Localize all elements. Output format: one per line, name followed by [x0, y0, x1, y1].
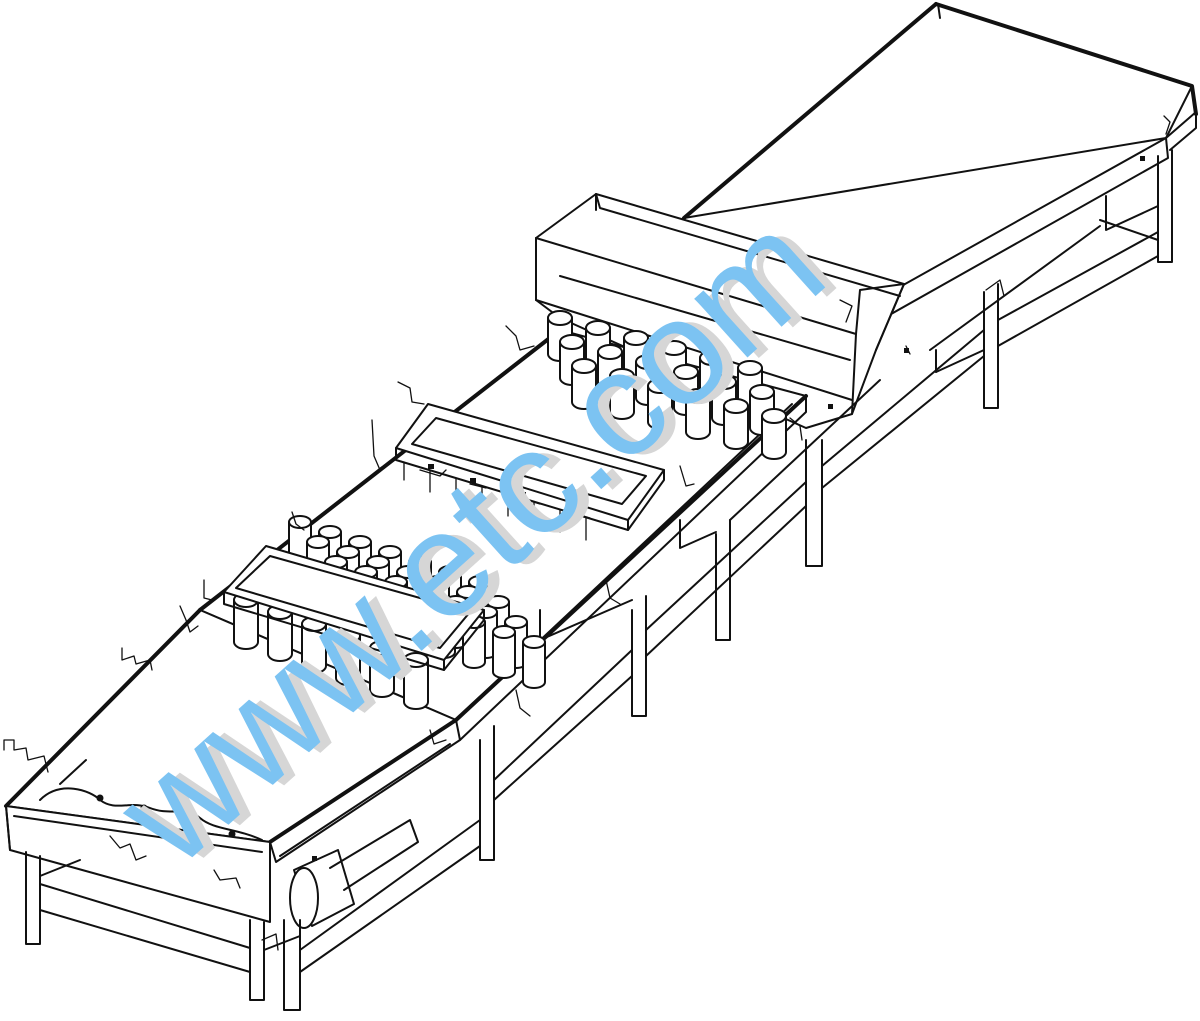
can-group-upper — [547, 310, 787, 460]
can-top — [737, 360, 763, 376]
can — [761, 415, 787, 460]
can-top — [408, 555, 432, 569]
can-top — [685, 388, 711, 404]
pusher-frame-upper — [395, 403, 665, 541]
can-top — [318, 525, 342, 539]
can-top — [396, 565, 420, 579]
can — [462, 621, 486, 669]
watermark: www.etc.com www.etc.com — [84, 180, 865, 897]
can — [647, 385, 673, 430]
can — [522, 641, 546, 689]
drive-motor — [289, 819, 419, 929]
can — [335, 635, 361, 686]
can-top — [336, 545, 360, 559]
can-top — [547, 310, 573, 326]
can-top — [761, 408, 787, 424]
can — [403, 659, 429, 710]
can-top — [456, 585, 480, 599]
can — [571, 365, 597, 410]
can-top — [661, 340, 687, 356]
can-top — [571, 358, 597, 374]
can-top — [749, 384, 775, 400]
can — [609, 375, 635, 420]
can — [685, 395, 711, 440]
can-top — [597, 344, 623, 360]
can — [301, 623, 327, 674]
pusher-frame-lower — [223, 545, 485, 671]
can-top — [522, 635, 546, 649]
can — [492, 631, 516, 679]
tunnel-hood — [535, 193, 911, 429]
can-top — [711, 374, 737, 390]
can-top — [366, 555, 390, 569]
front-conveyor — [4, 608, 481, 1011]
can-top — [623, 330, 649, 346]
can-top — [486, 595, 510, 609]
can-top — [699, 350, 725, 366]
can-top — [559, 334, 585, 350]
can-top — [426, 575, 450, 589]
can-top — [438, 565, 462, 579]
watermark-text: www.etc.com — [84, 180, 854, 897]
far-conveyor — [682, 2, 1198, 409]
can — [267, 611, 293, 662]
can-top — [723, 398, 749, 414]
can — [723, 405, 749, 450]
bracket-details — [3, 115, 1171, 951]
can — [369, 647, 395, 698]
can-top — [609, 368, 635, 384]
can-top — [647, 378, 673, 394]
can-top — [635, 354, 661, 370]
can-top — [673, 364, 699, 380]
can-top — [468, 575, 492, 589]
can-top — [348, 535, 372, 549]
can-top — [306, 535, 330, 549]
can-top — [585, 320, 611, 336]
can-top — [378, 545, 402, 559]
can-top — [492, 625, 516, 639]
can-top — [504, 615, 528, 629]
